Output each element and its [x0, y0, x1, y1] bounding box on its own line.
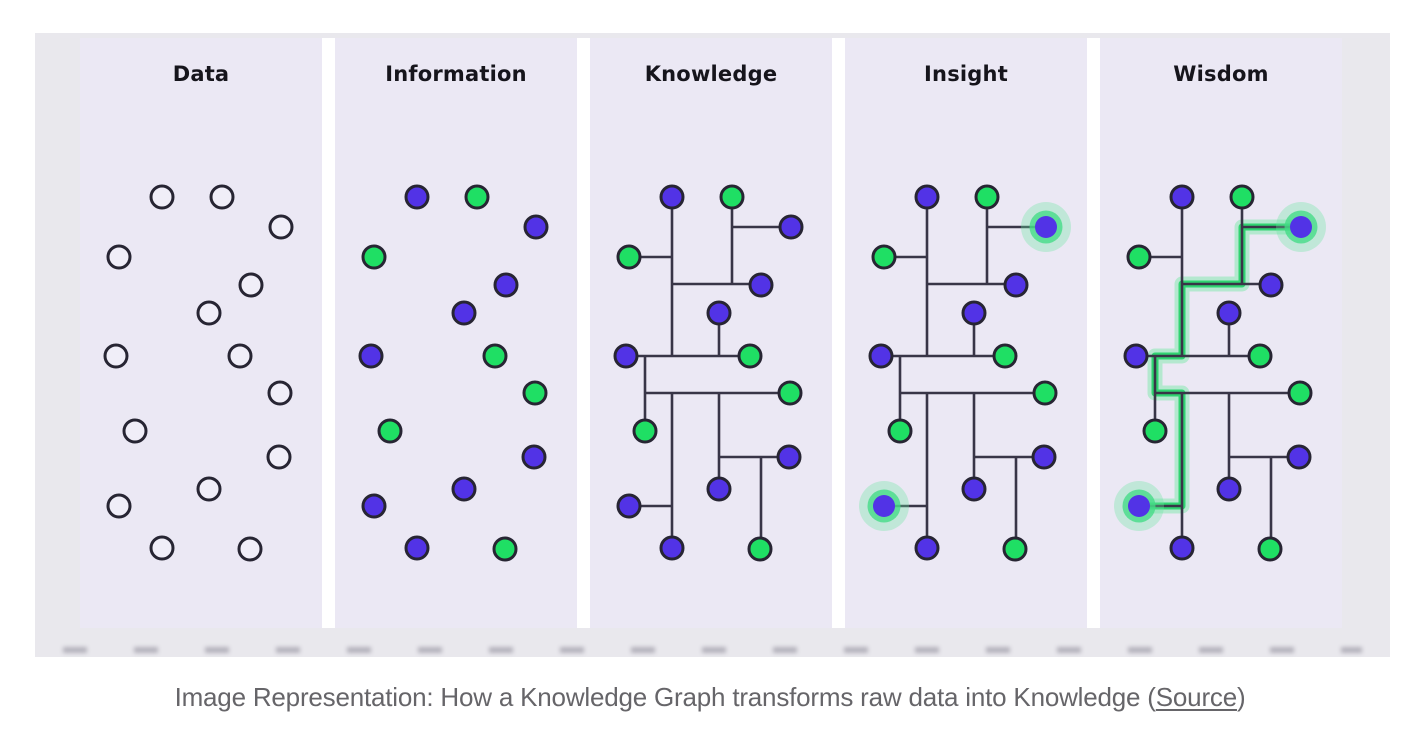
graph-node-purple [493, 272, 519, 298]
graph-node-green [1247, 343, 1273, 369]
diagram-wisdom [1114, 184, 1326, 562]
diagram-insight [859, 184, 1071, 562]
panel-wisdom: Wisdom [1100, 38, 1342, 628]
graph-node-green [747, 536, 773, 562]
graph-node-purple [659, 535, 685, 561]
graph-node-purple [404, 184, 430, 210]
panel-information: Information [335, 38, 577, 628]
data-dot [268, 214, 294, 240]
data-dot [238, 272, 264, 298]
graph-node-purple [1286, 444, 1312, 470]
graph-node-green [1002, 536, 1028, 562]
graph-node-purple [361, 493, 387, 519]
caption-suffix: ) [1236, 682, 1246, 712]
wisdom-path [1135, 223, 1305, 510]
diagram-data [103, 184, 294, 562]
data-dot [149, 535, 175, 561]
panel-knowledge: Knowledge [590, 38, 832, 628]
graph-node-purple [961, 476, 987, 502]
graph-node-purple [776, 444, 802, 470]
panels-row: Data Information Knowledge Insight Wisdo… [80, 38, 1342, 628]
graph-node-green [482, 343, 508, 369]
graph-node-purple [1216, 476, 1242, 502]
graph-node-green [632, 418, 658, 444]
graph-node-green [1126, 244, 1152, 270]
graph-node-purple [868, 343, 894, 369]
panel-insight: Insight [845, 38, 1087, 628]
graph-node-green [464, 184, 490, 210]
graph-node-green [1142, 418, 1168, 444]
graph-node-green [719, 184, 745, 210]
graph-node-purple-highlighted [1290, 216, 1312, 238]
data-dot [122, 418, 148, 444]
graph-node-purple [706, 476, 732, 502]
data-dot [196, 300, 222, 326]
diagram-knowledge [613, 184, 804, 562]
graph-node-purple [659, 184, 685, 210]
graph-node-purple-highlighted [873, 495, 895, 517]
data-dot [106, 493, 132, 519]
graph-node-purple [961, 300, 987, 326]
graph-node-purple [778, 214, 804, 240]
graph-node-green [777, 380, 803, 406]
graph-node-purple [1258, 272, 1284, 298]
graph-node-purple [914, 184, 940, 210]
figure-caption: Image Representation: How a Knowledge Gr… [0, 681, 1420, 713]
graph-node-purple [613, 343, 639, 369]
data-dot [103, 343, 129, 369]
data-dot [196, 476, 222, 502]
graph-node-purple-highlighted [1035, 216, 1057, 238]
wisdom-path-casing [1131, 219, 1309, 514]
graph-node-purple [1003, 272, 1029, 298]
graph-node-green [377, 418, 403, 444]
data-dot [227, 343, 253, 369]
graph-node-green [1287, 380, 1313, 406]
graph-node-purple [451, 476, 477, 502]
graph-node-green [522, 380, 548, 406]
data-dot [106, 244, 132, 270]
knowledge-graph-figure: Data Information Knowledge Insight Wisdo… [35, 33, 1390, 657]
cropped-video-artifact [63, 647, 1362, 653]
graph-node-green [1229, 184, 1255, 210]
graph-node-green [1257, 536, 1283, 562]
graph-node-purple [404, 535, 430, 561]
graph-node-purple [1169, 535, 1195, 561]
data-dot [149, 184, 175, 210]
panel-title-insight: Insight [924, 62, 1008, 86]
graph-node-green [492, 536, 518, 562]
graph-node-purple [1031, 444, 1057, 470]
graph-node-green [887, 418, 913, 444]
graph-node-purple [706, 300, 732, 326]
data-dot [209, 184, 235, 210]
graph-node-purple-highlighted [1128, 495, 1150, 517]
graph-node-green [1032, 380, 1058, 406]
source-link[interactable]: Source [1155, 682, 1237, 712]
graph-node-purple [616, 493, 642, 519]
diagram-information [358, 184, 549, 562]
graph-node-purple [523, 214, 549, 240]
data-dot [237, 536, 263, 562]
graph-node-green [992, 343, 1018, 369]
graph-node-purple [451, 300, 477, 326]
graph-node-purple [358, 343, 384, 369]
graph-node-green [616, 244, 642, 270]
panel-title-information: Information [385, 62, 527, 86]
graph-node-purple [521, 444, 547, 470]
panel-data: Data [80, 38, 322, 628]
panel-title-wisdom: Wisdom [1173, 62, 1269, 86]
data-dot [266, 444, 292, 470]
graph-node-purple [748, 272, 774, 298]
graph-node-purple [1216, 300, 1242, 326]
graph-node-green [737, 343, 763, 369]
graph-node-purple [914, 535, 940, 561]
panel-title-knowledge: Knowledge [644, 62, 778, 86]
data-dot [267, 380, 293, 406]
caption-text: Image Representation: How a Knowledge Gr… [174, 682, 1156, 712]
graph-node-green [871, 244, 897, 270]
panel-title-data: Data [172, 62, 230, 86]
graph-node-purple [1123, 343, 1149, 369]
graph-node-purple [1169, 184, 1195, 210]
graph-node-green [974, 184, 1000, 210]
graph-node-green [361, 244, 387, 270]
